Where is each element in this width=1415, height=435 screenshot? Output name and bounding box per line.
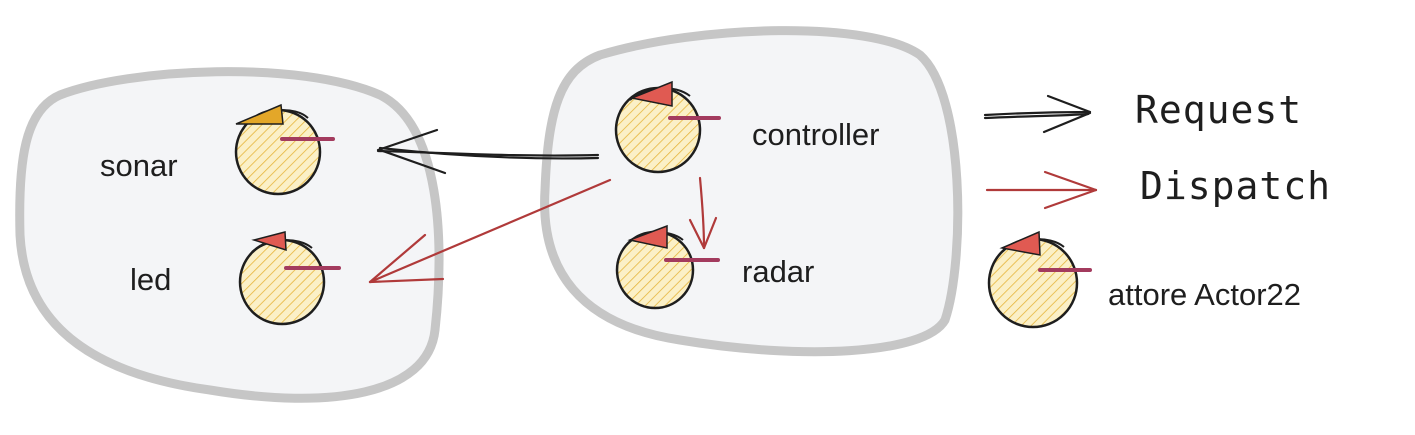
label-led: led <box>130 262 171 297</box>
actor-controller <box>614 80 721 174</box>
actor-flag-icon <box>629 80 673 107</box>
dispatch-arrow-controller-to-led <box>368 178 612 284</box>
legend-request-arrow <box>983 94 1092 134</box>
right-context-container <box>540 26 963 357</box>
actor-flag-icon <box>999 230 1041 256</box>
legend-request-label: Request <box>1135 88 1302 132</box>
legend-actor-icon <box>987 230 1092 329</box>
left-context-container <box>15 67 444 403</box>
actor-radar <box>615 224 720 310</box>
legend-dispatch-arrow <box>985 170 1098 210</box>
legend-actor-label: attore Actor22 <box>1108 277 1301 312</box>
actor-sonar <box>234 103 335 196</box>
actor-led <box>238 231 341 326</box>
legend-dispatch-label: Dispatch <box>1140 164 1331 208</box>
request-arrow-controller-to-sonar <box>376 128 600 175</box>
actor-flag-icon <box>235 103 284 125</box>
label-radar: radar <box>742 254 814 289</box>
label-controller: controller <box>752 117 880 152</box>
label-sonar: sonar <box>100 148 178 183</box>
dispatch-arrow-controller-to-radar <box>688 176 718 250</box>
actor-flag-icon <box>627 224 668 249</box>
actor-flag-icon <box>251 231 287 252</box>
